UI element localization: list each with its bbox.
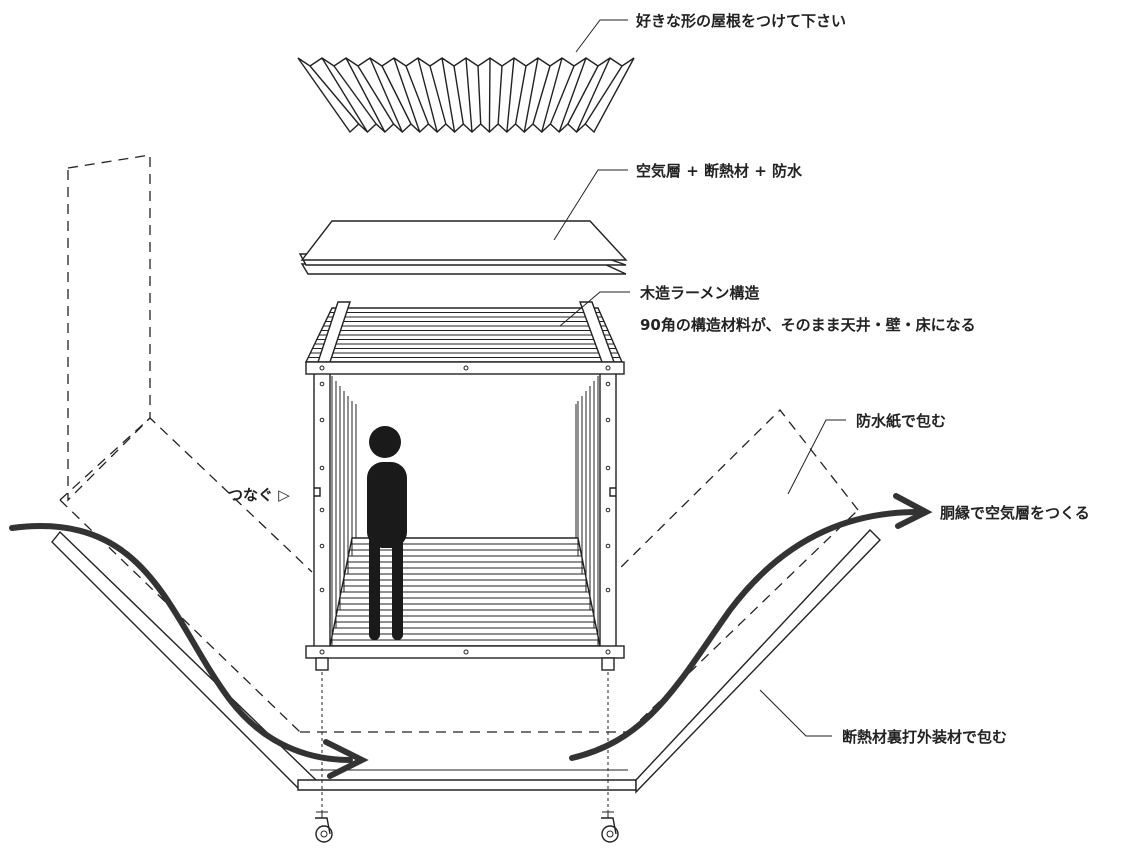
caster-right-icon [601,811,619,843]
label-panel: 空気層 + 断熱材 + 防水 [636,162,803,180]
label-structure-title: 木造ラーメン構造 [639,284,759,302]
airflow-arrows [9,493,933,779]
insulation-panel [298,220,628,275]
dashed-wall-panel-left [67,154,151,502]
left-wall-slats [331,376,357,646]
leader-lines [553,19,846,737]
label-waterproof: 防水紙で包む [856,412,946,430]
label-structure-desc: 90角の構造材料が、そのまま天井・壁・床になる [640,316,976,334]
right-wall-slats [575,376,599,646]
label-air-layer: 胴縁で空気層をつくる [940,504,1090,522]
person-icon [367,426,407,640]
label-roof: 好きな形の屋根をつけて下さい [635,12,846,30]
caster-left-icon [315,811,333,843]
label-exterior: 断熱材裏打外装材で包む [842,728,1007,746]
timber-frame [304,301,625,671]
casters [315,672,619,843]
label-connect: つなぐ ▷ [228,486,290,504]
corrugated-roof [297,57,635,134]
ceiling-boards [308,312,620,358]
